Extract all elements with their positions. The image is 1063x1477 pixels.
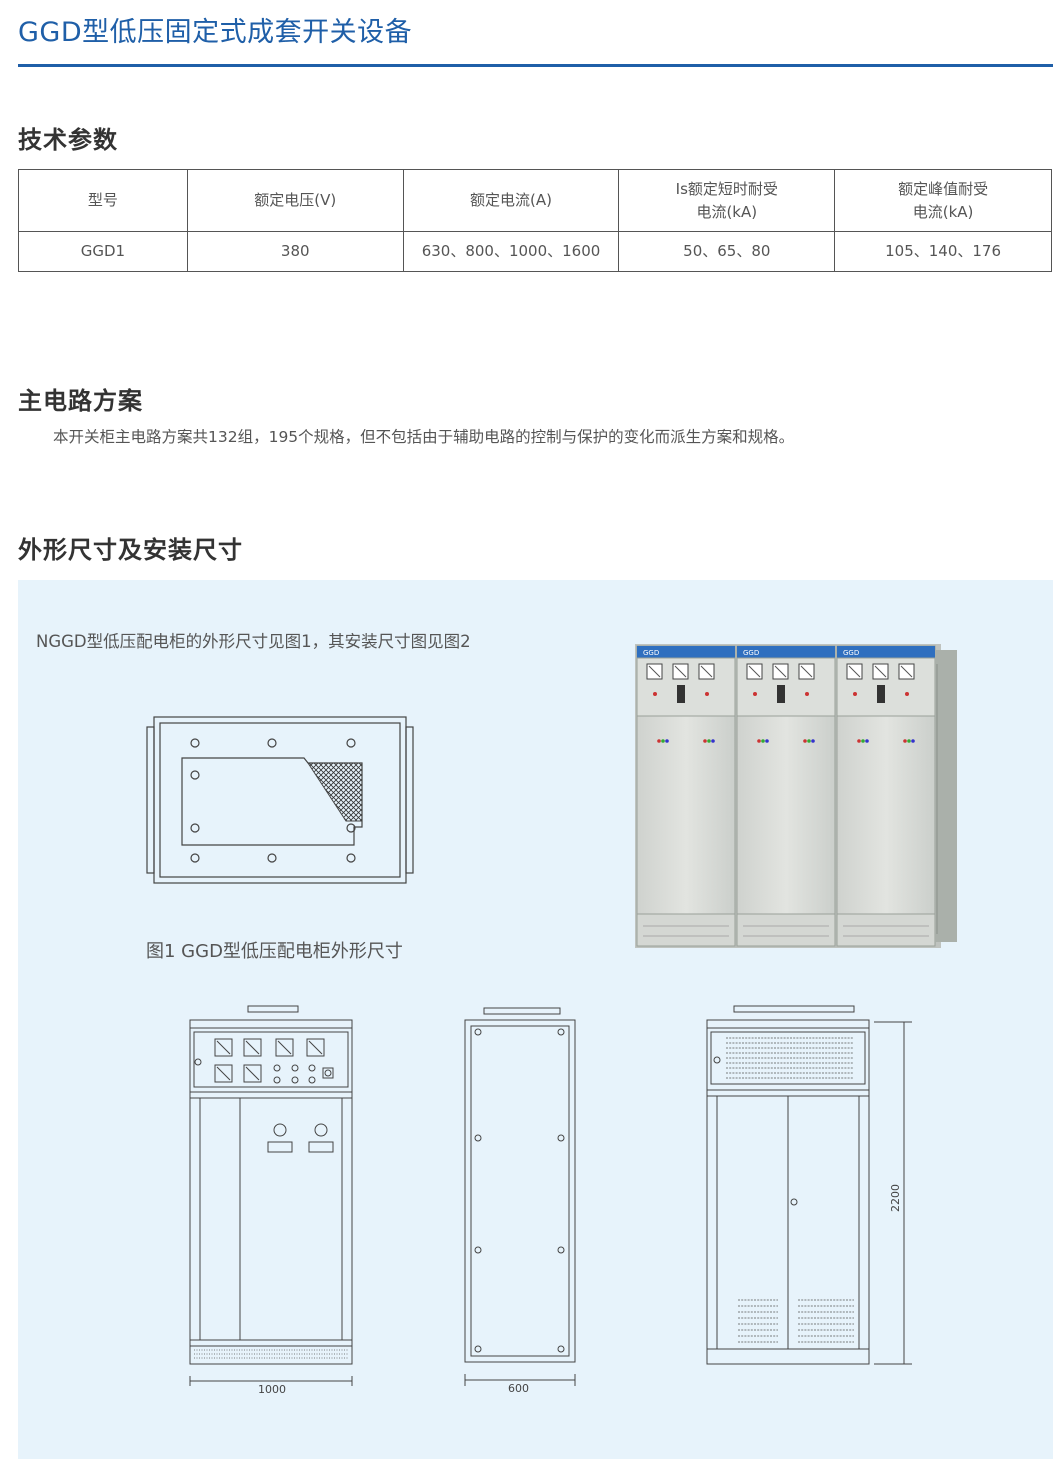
cell-current: 630、800、1000、1600 [402, 231, 620, 272]
dimensions-heading: 外形尺寸及安装尺寸 [18, 536, 243, 564]
table-row: GGD1 380 630、800、1000、1600 50、65、80 105、… [18, 231, 1052, 272]
tech-params-heading: 技术参数 [18, 126, 118, 154]
cell-peak-current: 105、140、176 [834, 231, 1052, 272]
cell-voltage: 380 [186, 231, 404, 272]
cabinet-photo: GGD [635, 644, 957, 948]
header-cell-peak-current: 额定峰值耐受电流(kA) [834, 169, 1052, 232]
header-cell-short-time-current: Is额定短时耐受电流(kA) [618, 169, 836, 232]
front-view-diagram: 1000 [189, 1005, 353, 1396]
cell-short-time-current: 50、65、80 [618, 231, 836, 272]
rear-view-diagram: 2200 [706, 1005, 912, 1365]
depth-dimension: 600 [508, 1382, 529, 1395]
main-circuit-heading: 主电路方案 [18, 387, 143, 415]
title-divider [18, 64, 1053, 67]
main-circuit-text: 本开关柜主电路方案共132组，195个规格，但不包括由于辅助电路的控制与保护的变… [53, 428, 795, 446]
plan-view-diagram [146, 716, 414, 884]
photo-label: GGD [643, 649, 659, 657]
side-view-diagram: 600 [464, 1007, 576, 1395]
header-cell-model: 型号 [18, 169, 188, 232]
height-dimension: 2200 [889, 1184, 902, 1212]
header-cell-current: 额定电流(A) [402, 169, 620, 232]
page-title: GGD型低压固定式成套开关设备 [18, 17, 413, 48]
figure1-caption: 图1 GGD型低压配电柜外形尺寸 [146, 941, 403, 962]
tech-params-table: 型号 额定电压(V) 额定电流(A) Is额定短时耐受电流(kA) 额定峰值耐受… [18, 169, 1052, 272]
dimensions-panel: NGGD型低压配电柜的外形尺寸见图1，其安装尺寸图见图2 图1 GGD型低压配电… [18, 580, 1053, 1459]
table-header-row: 型号 额定电压(V) 额定电流(A) Is额定短时耐受电流(kA) 额定峰值耐受… [18, 169, 1052, 232]
header-cell-voltage: 额定电压(V) [186, 169, 404, 232]
dimensions-note: NGGD型低压配电柜的外形尺寸见图1，其安装尺寸图见图2 [36, 632, 471, 651]
cell-model: GGD1 [18, 231, 188, 272]
width-dimension: 1000 [258, 1383, 286, 1396]
